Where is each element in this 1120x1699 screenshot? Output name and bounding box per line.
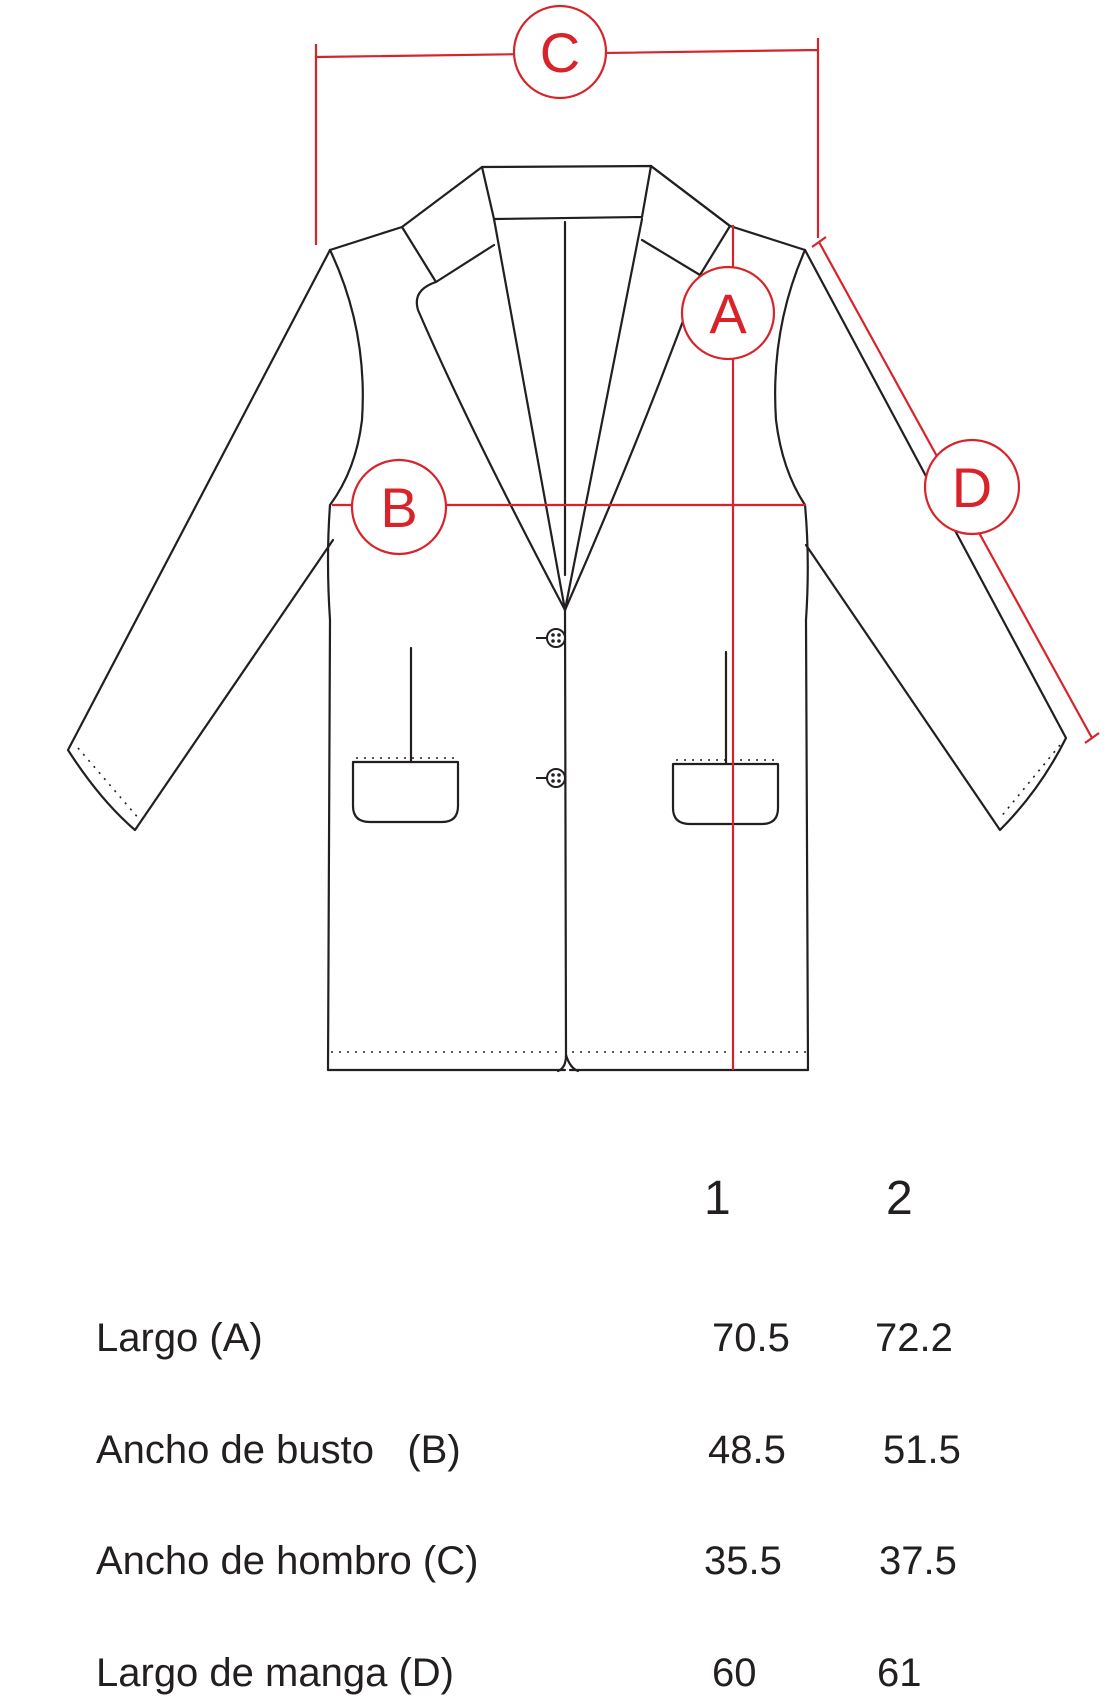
size-header-1: 1 bbox=[704, 1172, 731, 1225]
value-largo-manga-size-1: 60 bbox=[712, 1651, 757, 1695]
value-ancho-busto-size-2: 51.5 bbox=[883, 1428, 961, 1472]
marker-b: B bbox=[350, 458, 448, 556]
button-upper bbox=[536, 628, 566, 648]
value-ancho-hombro-size-1: 35.5 bbox=[704, 1539, 782, 1583]
size-header-2: 2 bbox=[886, 1172, 913, 1225]
value-largo-size-2: 72.2 bbox=[875, 1316, 953, 1360]
row-label-largo-manga: Largo de manga (D) bbox=[96, 1651, 454, 1695]
row-label-largo: Largo (A) bbox=[96, 1316, 263, 1360]
row-label-ancho-busto: Ancho de busto (B) bbox=[96, 1428, 461, 1472]
value-ancho-busto-size-1: 48.5 bbox=[708, 1428, 786, 1472]
svg-text:C: C bbox=[540, 21, 580, 84]
jacket-diagram: C A B D bbox=[66, 4, 1100, 1073]
marker-a: A bbox=[680, 265, 776, 361]
svg-text:D: D bbox=[952, 456, 992, 519]
value-largo-size-1: 70.5 bbox=[712, 1316, 790, 1360]
stitching bbox=[77, 744, 1061, 1053]
button-lower bbox=[536, 768, 566, 788]
row-label-ancho-hombro: Ancho de hombro (C) bbox=[96, 1539, 479, 1583]
jacket-outline bbox=[66, 164, 1068, 1073]
marker-d: D bbox=[923, 438, 1021, 536]
svg-text:B: B bbox=[380, 476, 417, 539]
value-largo-manga-size-2: 61 bbox=[877, 1651, 922, 1695]
marker-c: C bbox=[512, 4, 608, 100]
svg-text:A: A bbox=[709, 282, 747, 345]
value-ancho-hombro-size-2: 37.5 bbox=[879, 1539, 957, 1583]
